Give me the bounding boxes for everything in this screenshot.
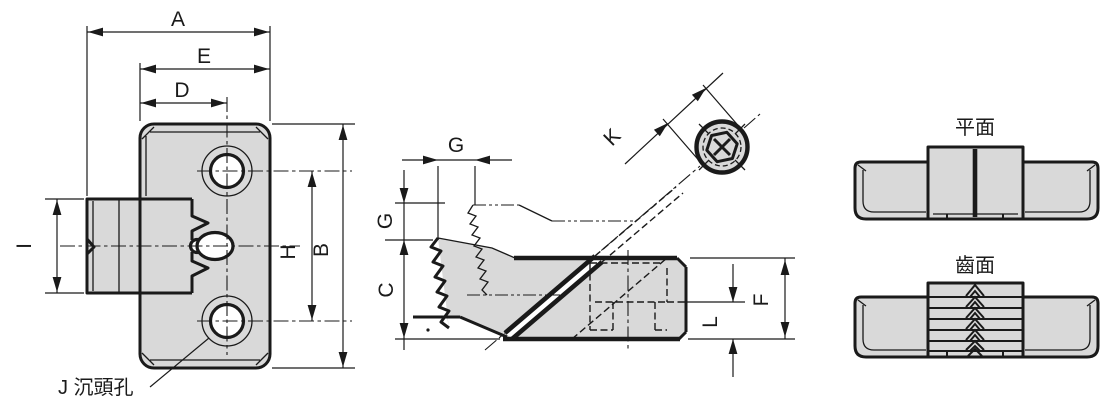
dim-label-f: F [750, 294, 773, 307]
centerlines [60, 97, 352, 355]
phantom-raised-position [467, 204, 636, 296]
screw-axis-centerline [484, 113, 761, 351]
side-section-view: G G C K F L [374, 72, 795, 377]
dim-k-lines [624, 72, 743, 165]
arrowhead [88, 27, 103, 37]
dim-e-lines [139, 63, 270, 121]
dim-label-e: E [197, 45, 211, 68]
bottom-ticks [946, 214, 1004, 219]
center-block-edges [926, 297, 1025, 357]
dim-label-d: D [174, 79, 189, 102]
hidden-bore [589, 262, 686, 331]
dim-g-c-lines [385, 170, 500, 350]
flat-face-view: 平面 [853, 117, 1100, 221]
arrowhead [141, 98, 156, 108]
dim-b-lines [272, 123, 355, 369]
arrowhead [780, 260, 790, 275]
plate-top-view: A E D I H B J 沉頭孔 [13, 8, 355, 399]
arm-top-edge [437, 237, 516, 259]
tab-notch [85, 238, 96, 256]
inner-contours [857, 299, 1096, 351]
dim-label-c: C [375, 282, 398, 297]
dim-label-i: I [13, 243, 36, 249]
dim-label-k: K [599, 124, 625, 150]
arrowhead [211, 98, 226, 108]
dim-label-h: H [277, 244, 300, 259]
bottom-ticks [946, 352, 1004, 357]
arrowhead [52, 277, 62, 292]
arrowhead [475, 155, 490, 165]
dim-label-a: A [171, 8, 185, 31]
phantom-serration [467, 204, 490, 296]
arrowhead [254, 64, 269, 74]
arrowhead [653, 119, 671, 137]
tooth-chevrons [965, 283, 985, 357]
dot-mark [426, 328, 430, 332]
hex-socket [705, 130, 739, 164]
screw-head-dashed-circle [702, 127, 742, 167]
arrowhead [728, 287, 738, 302]
arrowhead [399, 188, 409, 203]
arrowhead [307, 172, 317, 187]
arrowhead [338, 125, 348, 140]
center-block-edges [926, 162, 1025, 219]
phantom-slope [518, 204, 553, 222]
counterbore-callout-label: J 沉頭孔 [58, 376, 134, 399]
arrowhead [52, 200, 62, 215]
centerline-ticks [698, 123, 746, 171]
dim-label-g-horizontal: G [448, 134, 464, 157]
arrowhead [399, 240, 409, 255]
socket-cross [712, 137, 732, 157]
base-right-edge [675, 256, 688, 341]
arrowhead [338, 352, 348, 367]
serrated-edge [429, 237, 451, 330]
arm-bottom-edge [413, 315, 508, 339]
arrowhead [399, 323, 409, 338]
groove-serration [190, 199, 210, 293]
chamfer-lines [141, 126, 269, 366]
arrowhead [423, 155, 438, 165]
arrowhead [307, 305, 317, 320]
arrowhead [254, 27, 269, 37]
tooth-face-label: 齒面 [955, 254, 995, 277]
tooth-face-view: 齒面 [853, 254, 1100, 359]
arrowhead [728, 339, 738, 354]
dim-a-lines [86, 26, 271, 196]
dim-label-l: L [699, 316, 722, 328]
inner-contours [857, 164, 1096, 215]
arrowhead [141, 64, 156, 74]
flat-face-label: 平面 [955, 117, 995, 139]
screw-slot-gap [505, 256, 602, 339]
groove-edges [140, 197, 192, 295]
dim-g-horizontal-lines [402, 159, 512, 240]
screw-head [694, 119, 750, 175]
dim-label-b: B [310, 243, 333, 257]
callout-leader-line [149, 337, 210, 388]
dim-label-g-vertical: G [374, 213, 397, 229]
arrowhead [780, 322, 790, 337]
